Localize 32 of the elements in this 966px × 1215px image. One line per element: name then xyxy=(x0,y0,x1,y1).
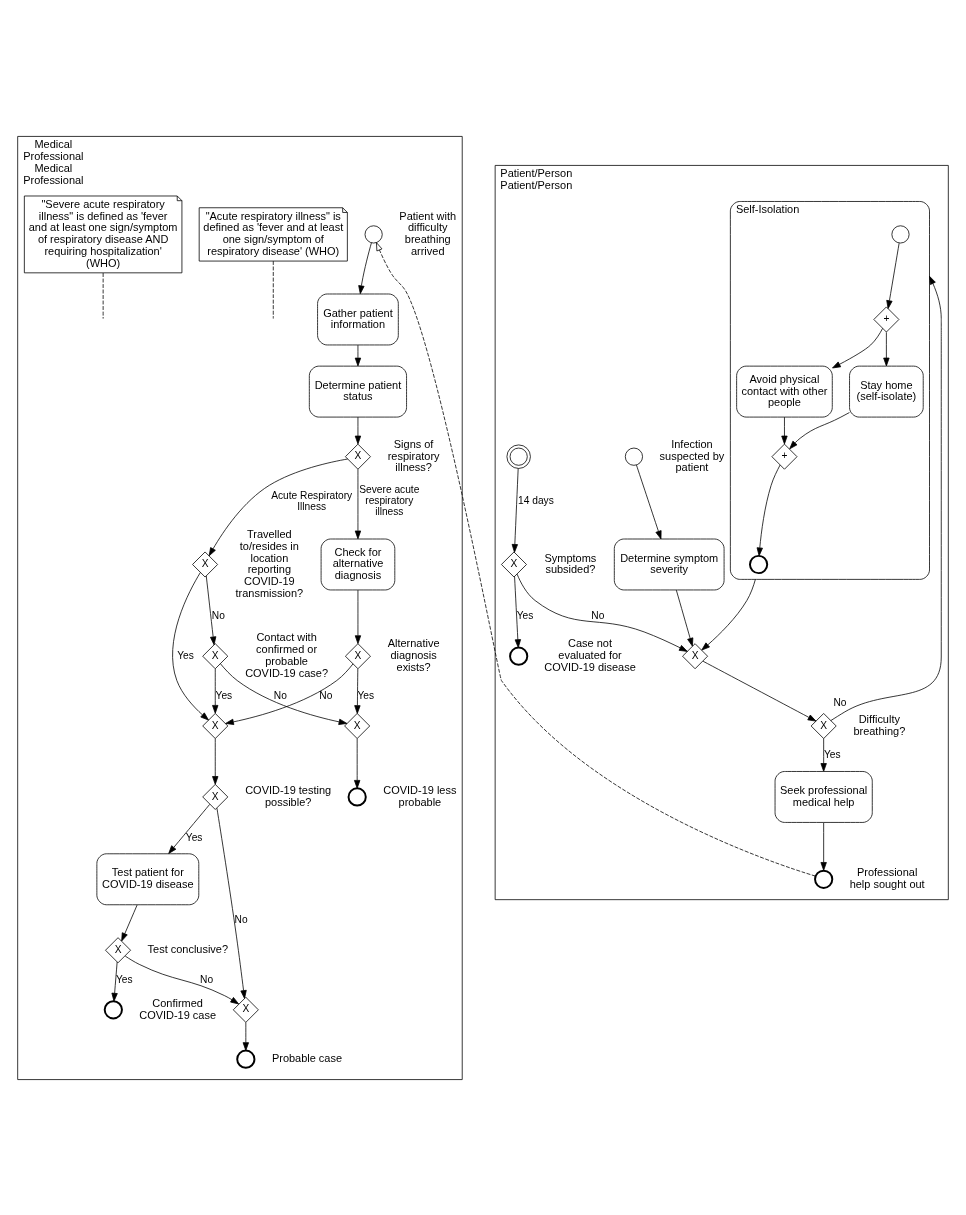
edge-label: Yes xyxy=(215,689,233,701)
edge-label: 14 days xyxy=(518,494,554,506)
node-label: Probable case xyxy=(271,1051,343,1064)
edge-label: Severe acute respiratory illness xyxy=(359,483,420,517)
edge-label: No xyxy=(200,973,214,985)
edge-label: Yes xyxy=(185,831,203,843)
node-label: Test conclusive? xyxy=(147,942,229,955)
edge-label: No xyxy=(591,609,605,621)
node-label: COVID-19 testing possible? xyxy=(245,783,332,808)
edge-label: No xyxy=(211,609,225,621)
node-label: COVID-19 less probable xyxy=(383,783,457,808)
edge-label: No xyxy=(273,689,287,701)
node-label: Contact with confirmed or probable COVID-19 case? xyxy=(245,630,329,679)
edge-label: Yes xyxy=(116,973,133,985)
node-label: Difficulty breathing? xyxy=(853,712,906,737)
edge-label: Yes xyxy=(357,689,375,701)
node-label: Travelled to/resides in location reporting COVID-19 transmission? xyxy=(235,527,304,599)
edge-label: Yes xyxy=(516,609,534,621)
edge-label: Yes xyxy=(823,748,841,760)
node-label: Infection suspected by patient xyxy=(659,437,725,473)
edge-label: No xyxy=(234,913,248,925)
edge-label: Acute Respiratory Illness xyxy=(271,489,353,512)
node-label: Case not evaluated for COVID-19 disease xyxy=(544,636,636,673)
node-label: Alternative diagnosis exists? xyxy=(387,636,440,673)
node-label: Signs of respiratory illness? xyxy=(387,437,440,473)
node-label: Patient with difficulty breathing arrived xyxy=(399,209,457,257)
node-label: Confirmed COVID-19 case xyxy=(139,996,217,1021)
node-label: Symptoms subsided? xyxy=(544,551,597,575)
edge-label: No xyxy=(319,689,333,701)
edge-label: Yes xyxy=(177,649,194,661)
node-label: Professional help sought out xyxy=(849,865,925,890)
edge-label: No xyxy=(833,696,847,708)
